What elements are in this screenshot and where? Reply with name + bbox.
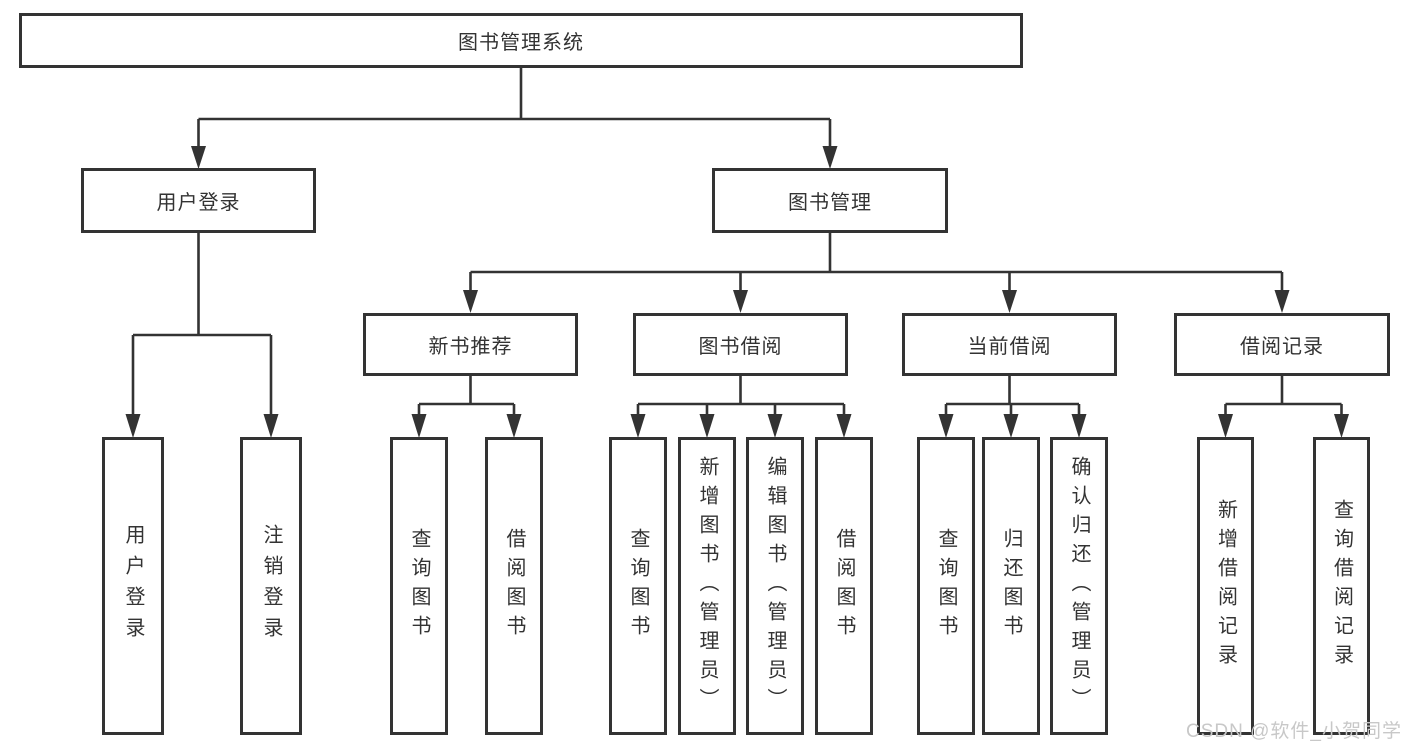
leaf-return-books: 归还图书	[982, 437, 1040, 735]
node-label: 借阅图书	[503, 528, 525, 644]
node-label: 查询图书	[627, 528, 649, 644]
node-book-management: 图书管理	[712, 168, 948, 233]
leaf-borrow-books: 借阅图书	[815, 437, 873, 735]
node-label: 查询图书	[935, 528, 957, 644]
leaf-logout: 注销登录	[240, 437, 302, 735]
node-label: 编辑图书（管理员）	[764, 455, 786, 717]
node-label: 确认归还（管理员）	[1068, 455, 1090, 717]
node-label: 新增图书（管理员）	[696, 455, 718, 717]
leaf-confirm-return-admin: 确认归还（管理员）	[1050, 437, 1108, 735]
node-label: 当前借阅	[967, 336, 1052, 358]
node-label: 新书推荐	[428, 336, 513, 358]
node-label: 注销登录	[260, 524, 282, 648]
leaf-add-books-admin: 新增图书（管理员）	[678, 437, 736, 735]
leaf-query-borrow-record: 查询借阅记录	[1313, 437, 1370, 735]
node-label: 用户登录	[122, 524, 144, 648]
node-current-borrowing: 当前借阅	[902, 313, 1117, 376]
node-label: 图书管理系统	[458, 32, 584, 54]
node-new-book-recommendation: 新书推荐	[363, 313, 578, 376]
node-library-management-system: 图书管理系统	[19, 13, 1023, 68]
node-label: 图书借阅	[698, 336, 783, 358]
node-label: 归还图书	[1000, 528, 1022, 644]
node-label: 新增借阅记录	[1214, 499, 1237, 673]
leaf-query-books: 查询图书	[917, 437, 975, 735]
leaf-query-books: 查询图书	[390, 437, 448, 735]
leaf-borrow-books: 借阅图书	[485, 437, 543, 735]
node-label: 查询图书	[408, 528, 430, 644]
leaf-query-books: 查询图书	[609, 437, 667, 735]
node-label: 查询借阅记录	[1330, 499, 1353, 673]
node-book-borrowing: 图书借阅	[633, 313, 848, 376]
node-label: 借阅记录	[1240, 336, 1324, 358]
leaf-add-borrow-record: 新增借阅记录	[1197, 437, 1254, 735]
csdn-watermark: CSDN @软件_小贺同学	[1186, 721, 1402, 742]
leaf-user-login: 用户登录	[102, 437, 164, 735]
leaf-edit-books-admin: 编辑图书（管理员）	[746, 437, 804, 735]
arrowheads	[125, 146, 1349, 438]
node-user-login: 用户登录	[81, 168, 316, 233]
node-label: 图书管理	[788, 192, 872, 214]
node-borrowing-records: 借阅记录	[1174, 313, 1390, 376]
node-label: 用户登录	[156, 192, 241, 214]
node-label: 借阅图书	[833, 528, 855, 644]
